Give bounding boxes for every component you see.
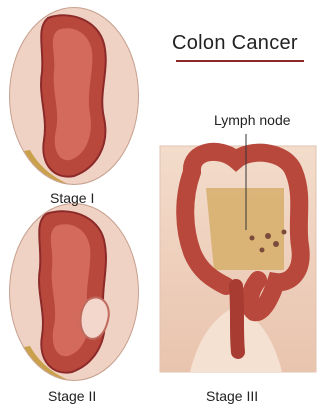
page-title: Colon Cancer (172, 32, 298, 55)
stage3-label: Stage III (206, 388, 258, 404)
stage2-illustration (10, 204, 140, 392)
stage1-label: Stage I (50, 190, 94, 206)
stage3-illustration (160, 134, 316, 372)
stage1-illustration (10, 8, 140, 196)
title-underline (176, 60, 304, 62)
lymph-node-label: Lymph node (214, 112, 291, 128)
stage2-label: Stage II (48, 388, 96, 404)
